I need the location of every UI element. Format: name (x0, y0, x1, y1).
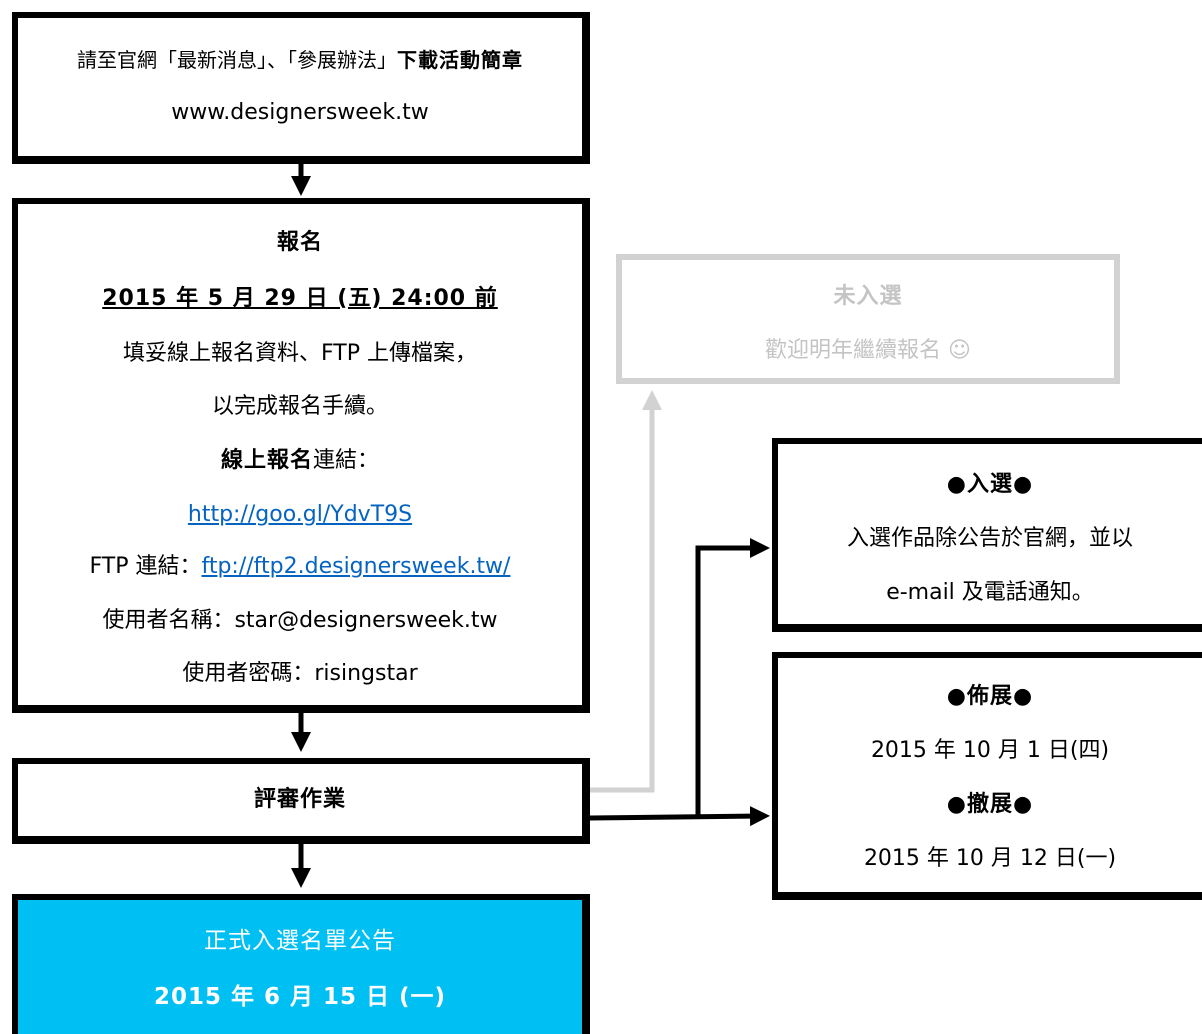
registration-step-box: 報名 2015 年 5 月 29 日 (五) 24:00 前 填妥線上報名資料、… (12, 198, 590, 713)
online-registration-label-rest: 連結： (313, 448, 380, 473)
review-title: 評審作業 (253, 786, 346, 812)
online-registration-label-bold: 線上報名 (220, 448, 313, 473)
selected-box: ●入選● 入選作品除公告於官網，並以 e-mail 及電話通知。 (772, 438, 1202, 632)
online-registration-link[interactable]: http://goo.gl/YdvT9S (187, 502, 413, 527)
registration-deadline: 2015 年 5 月 29 日 (五) 24:00 前 (102, 286, 498, 311)
registration-title: 報名 (276, 230, 323, 255)
download-step-box: 請至官網「最新消息」、「參展辦法」下載活動簡章 www.designerswee… (12, 12, 590, 164)
setup-title: ●佈展● (946, 684, 1034, 709)
website-url: www.designersweek.tw (171, 100, 429, 125)
not-selected-title: 未入選 (833, 284, 903, 309)
ftp-password: 使用者密碼：risingstar (182, 661, 418, 686)
registration-instruction-line1: 填妥線上報名資料、FTP 上傳檔案， (123, 341, 477, 366)
announcement-title: 正式入選名單公告 (204, 928, 396, 954)
arrow-review-to-setup (589, 806, 770, 827)
teardown-date: 2015 年 10 月 12 日(一) (863, 846, 1117, 871)
download-instruction-prefix: 請至官網「最新消息」、「參展辦法」 (77, 48, 397, 72)
ftp-link-label: FTP 連結： (89, 554, 202, 579)
announcement-step-box: 正式入選名單公告 2015 年 6 月 15 日 (一) (12, 894, 590, 1034)
online-registration-label: 線上報名連結： (18, 448, 582, 474)
not-selected-box: 未入選 歡迎明年繼續報名 ☺ (616, 254, 1120, 384)
arrow-review-to-rejected (590, 390, 662, 793)
setup-date: 2015 年 10 月 1 日(四) (870, 738, 1110, 763)
registration-instruction-line2: 以完成報名手續。 (211, 394, 388, 419)
not-selected-message: 歡迎明年繼續報名 ☺ (765, 338, 971, 363)
online-registration-link-row: http://goo.gl/YdvT9S (18, 502, 582, 528)
download-instruction-bold: 下載活動簡章 (397, 48, 523, 72)
exhibition-schedule-box: ●佈展● 2015 年 10 月 1 日(四) ●撤展● 2015 年 10 月… (772, 652, 1202, 900)
ftp-link[interactable]: ftp://ftp2.designersweek.tw/ (201, 554, 511, 579)
selected-title: ●入選● (946, 472, 1034, 497)
selected-message-line2: e-mail 及電話通知。 (886, 580, 1094, 605)
ftp-username: 使用者名稱：star@designersweek.tw (102, 608, 498, 633)
announcement-date: 2015 年 6 月 15 日 (一) (153, 984, 447, 1010)
teardown-title: ●撤展● (946, 792, 1034, 817)
download-instruction: 請至官網「最新消息」、「參展辦法」下載活動簡章 (18, 48, 582, 72)
ftp-link-row: FTP 連結：ftp://ftp2.designersweek.tw/ (18, 554, 582, 580)
arrow-review-to-selected (695, 538, 770, 818)
selected-message-line1: 入選作品除公告於官網，並以 (846, 526, 1133, 551)
review-step-box: 評審作業 (12, 758, 590, 844)
